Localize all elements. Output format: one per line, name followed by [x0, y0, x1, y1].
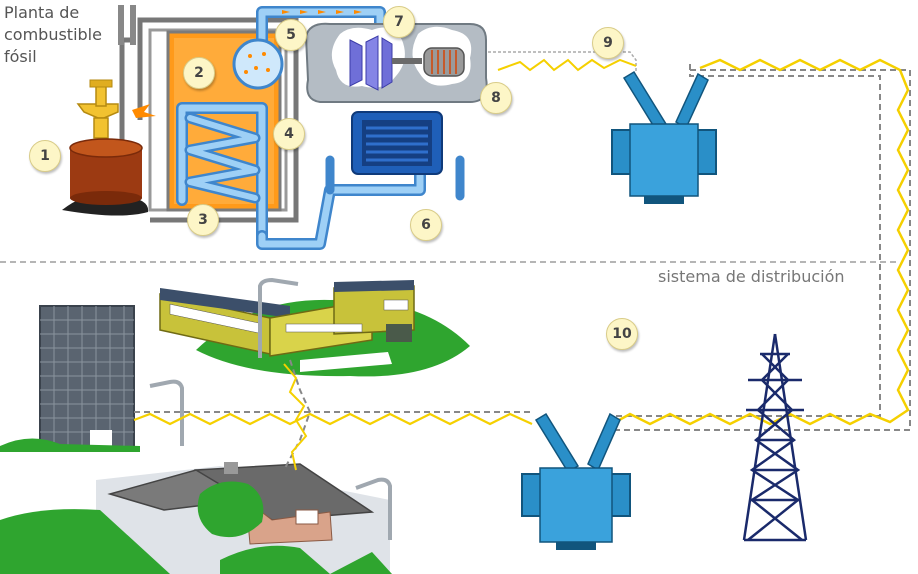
marker-4: 4 [273, 118, 305, 150]
distribution-lines [133, 359, 534, 471]
factory-icon [159, 280, 470, 377]
title-line-2: combustible [4, 25, 102, 44]
marker-7: 7 [383, 6, 415, 38]
steam-drum [232, 38, 284, 90]
transformer-icon [521, 412, 631, 550]
plant-output-line [488, 51, 637, 72]
burner-icon [76, 79, 156, 139]
turbine-icon [349, 35, 422, 91]
water-steam-pipes [176, 6, 465, 250]
street-lamp-icon [149, 277, 392, 540]
marker-3: 3 [187, 204, 219, 236]
marker-10: 10 [606, 318, 638, 350]
pylon-icon [742, 333, 808, 542]
fuel-tank-icon [62, 138, 149, 216]
title-line-1: Planta de [4, 3, 80, 22]
marker-8: 8 [480, 82, 512, 114]
marker-5: 5 [275, 19, 307, 51]
house-icon [0, 462, 392, 574]
condenser-icon [351, 111, 443, 175]
transformer-icon [611, 70, 717, 204]
distribution-label: sistema de distribución [658, 267, 845, 286]
marker-9: 9 [592, 27, 624, 59]
turbine-hall [304, 22, 488, 103]
generator-icon [423, 47, 465, 77]
marker-6: 6 [410, 209, 442, 241]
marker-2: 2 [183, 57, 215, 89]
office-tower-icon [0, 305, 140, 452]
diagram-title: Planta de combustible fósil [4, 2, 102, 68]
title-line-3: fósil [4, 47, 37, 66]
marker-1: 1 [29, 140, 61, 172]
